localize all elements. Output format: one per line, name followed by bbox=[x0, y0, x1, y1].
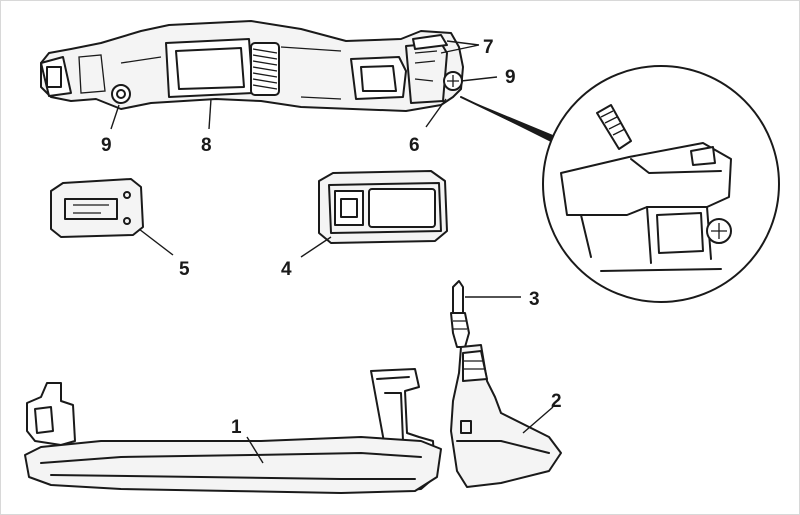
gasket-large bbox=[318, 170, 448, 244]
left-screw bbox=[111, 84, 131, 104]
label-4: 4 bbox=[281, 259, 292, 280]
label-1: 1 bbox=[231, 417, 242, 438]
detail-magnifier bbox=[460, 65, 780, 303]
lock-cylinder-pin bbox=[450, 280, 470, 348]
callout-labels: 9 8 6 7 9 5 4 3 2 1 bbox=[101, 37, 562, 438]
label-3: 3 bbox=[529, 289, 540, 310]
detail-screw bbox=[596, 104, 632, 150]
label-9-left: 9 bbox=[101, 135, 112, 156]
label-2: 2 bbox=[551, 391, 562, 412]
lock-cylinder-housing bbox=[450, 344, 562, 488]
cover-tab bbox=[412, 34, 448, 50]
label-8: 8 bbox=[201, 135, 212, 156]
right-screw bbox=[443, 71, 463, 91]
carrier-spring bbox=[250, 42, 280, 96]
label-7: 7 bbox=[483, 37, 494, 58]
gasket-small bbox=[50, 178, 144, 238]
label-6: 6 bbox=[409, 135, 420, 156]
label-5: 5 bbox=[179, 259, 190, 280]
outer-handle bbox=[24, 368, 442, 494]
label-9-right: 9 bbox=[505, 67, 516, 88]
handle-carrier-frame bbox=[40, 20, 464, 112]
leader-lines bbox=[110, 40, 554, 464]
